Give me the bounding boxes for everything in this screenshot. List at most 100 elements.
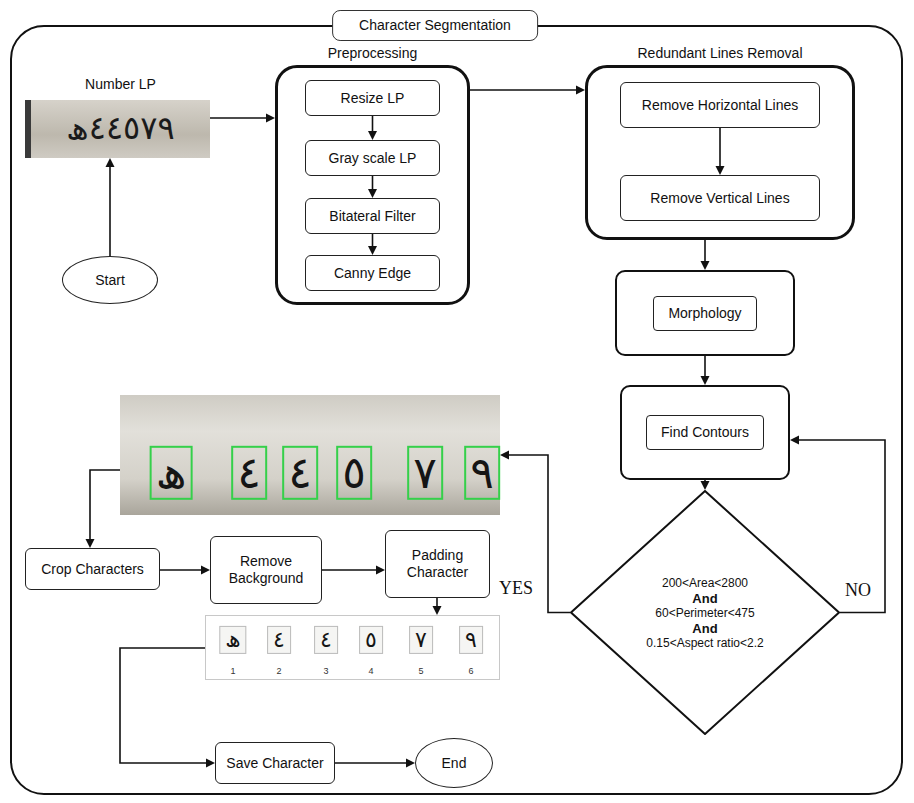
flow-arrow (322, 566, 385, 575)
box-label: Save Character (226, 755, 323, 772)
character-strip: ھ٤٤٥٧٩123456 (205, 615, 500, 680)
arrow-head (86, 539, 95, 548)
process-box: Remove Background (210, 536, 322, 604)
flow-arrow (210, 114, 275, 123)
segmented-character: ٤ (267, 626, 291, 654)
flow-arrow (701, 480, 710, 490)
connector-line (704, 240, 706, 261)
condition-text: 200<Area<2800And60<Perimeter<475And0.15<… (646, 575, 764, 650)
connector-line (704, 480, 706, 481)
box-label: Start (95, 272, 125, 289)
flow-arrow (120, 648, 215, 768)
arrow-head (368, 189, 377, 198)
connector-line (436, 598, 438, 606)
edge-label: NO (843, 580, 873, 600)
segmented-character: ٥ (359, 626, 383, 654)
character-index: 3 (323, 666, 328, 676)
arrow-head (106, 158, 115, 167)
arrow-head (500, 451, 509, 460)
connector-line (109, 167, 111, 256)
condition-operator: And (646, 620, 764, 635)
character-index: 5 (418, 666, 423, 676)
flow-arrow (701, 356, 710, 385)
flow-arrow (701, 240, 710, 270)
box-label: End (442, 755, 467, 772)
diagram-title: Character Segmentation (332, 10, 538, 41)
connector-line (322, 569, 376, 571)
detected-character: ھ (150, 446, 193, 500)
arrow-head (433, 606, 442, 615)
group-box: PreprocessingResize LPGray scale LPBitat… (275, 65, 470, 305)
flow-arrow (160, 566, 210, 575)
character-index: 6 (468, 666, 473, 676)
arrow-head (368, 246, 377, 255)
flow-arrow (335, 759, 415, 768)
segmented-character: ٧ (409, 626, 433, 654)
segmented-character: ٤ (314, 626, 338, 654)
image-heading: Number LP (0, 76, 270, 93)
detected-character: ٩ (464, 446, 500, 500)
flow-arrow (433, 598, 442, 615)
flow-arrow (368, 234, 377, 255)
arrow-head (406, 759, 415, 768)
decision-diamond: 200<Area<2800And60<Perimeter<475And0.15<… (570, 490, 840, 735)
arrow-head (716, 166, 725, 175)
connector-line (719, 128, 721, 166)
connector-line (704, 356, 706, 376)
group-box: Redundant Lines RemovalRemove Horizontal… (585, 65, 855, 240)
process-box: Canny Edge (305, 255, 440, 291)
flow-arrow (470, 86, 585, 95)
process-box: Remove Horizontal Lines (620, 82, 820, 128)
box-label: Padding Character (393, 547, 482, 581)
box-label: Remove Background (218, 553, 314, 587)
box-label: Gray scale LP (329, 150, 417, 167)
box-label: Canny Edge (334, 265, 411, 282)
connector-line (372, 116, 374, 131)
flow-arrow (368, 116, 377, 140)
arrow-head (376, 566, 385, 575)
outer-frame: Character SegmentationNumber LPھ٤٤٥٧٩Sta… (10, 25, 903, 795)
detected-character: ٥ (336, 446, 372, 500)
character-index: 1 (230, 666, 235, 676)
character-index: 4 (368, 666, 373, 676)
segmented-character: ٩ (459, 626, 483, 654)
start-terminal: Start (62, 256, 158, 304)
process-box: Bitateral Filter (305, 198, 440, 234)
arrow-head (701, 261, 710, 270)
end-terminal: End (415, 738, 493, 788)
connector-line (470, 89, 576, 91)
group-heading: Preprocessing (218, 45, 527, 62)
box-label: Resize LP (341, 90, 405, 107)
character-index: 2 (276, 666, 281, 676)
arrow-head (790, 436, 799, 445)
detected-plate-image: ھ٤٤٥٧٩ (120, 395, 500, 515)
box-label: Find Contours (646, 415, 764, 450)
box-label: Crop Characters (41, 561, 144, 578)
flow-arrow (106, 158, 115, 256)
box-label: Remove Horizontal Lines (642, 97, 798, 114)
box-label: Remove Vertical Lines (650, 190, 789, 207)
arrow-head (576, 86, 585, 95)
process-box: Morphology (615, 270, 795, 356)
segmented-character: ھ (219, 626, 246, 654)
box-label: Morphology (653, 296, 756, 331)
condition-operator: And (646, 590, 764, 605)
plate-characters: ھ٤٤٥٧٩ (31, 100, 210, 156)
detected-character: ٧ (407, 446, 443, 500)
process-box: Remove Vertical Lines (620, 175, 820, 221)
connector-line (120, 648, 206, 763)
group-heading: Redundant Lines Removal (528, 45, 912, 62)
condition-line: 200<Area<2800 (646, 575, 764, 590)
flow-arrow (716, 128, 725, 175)
process-box: Gray scale LP (305, 140, 440, 176)
diamond-shape (571, 491, 839, 734)
process-box: Crop Characters (25, 548, 160, 590)
box-label: Bitateral Filter (329, 208, 415, 225)
process-box: Padding Character (385, 530, 490, 598)
process-box: Save Character (215, 742, 335, 784)
arrow-head (701, 376, 710, 385)
arrow-head (701, 481, 710, 490)
plate-image: Number LPھ٤٤٥٧٩ (25, 100, 210, 158)
process-box: Find Contours (620, 385, 790, 480)
